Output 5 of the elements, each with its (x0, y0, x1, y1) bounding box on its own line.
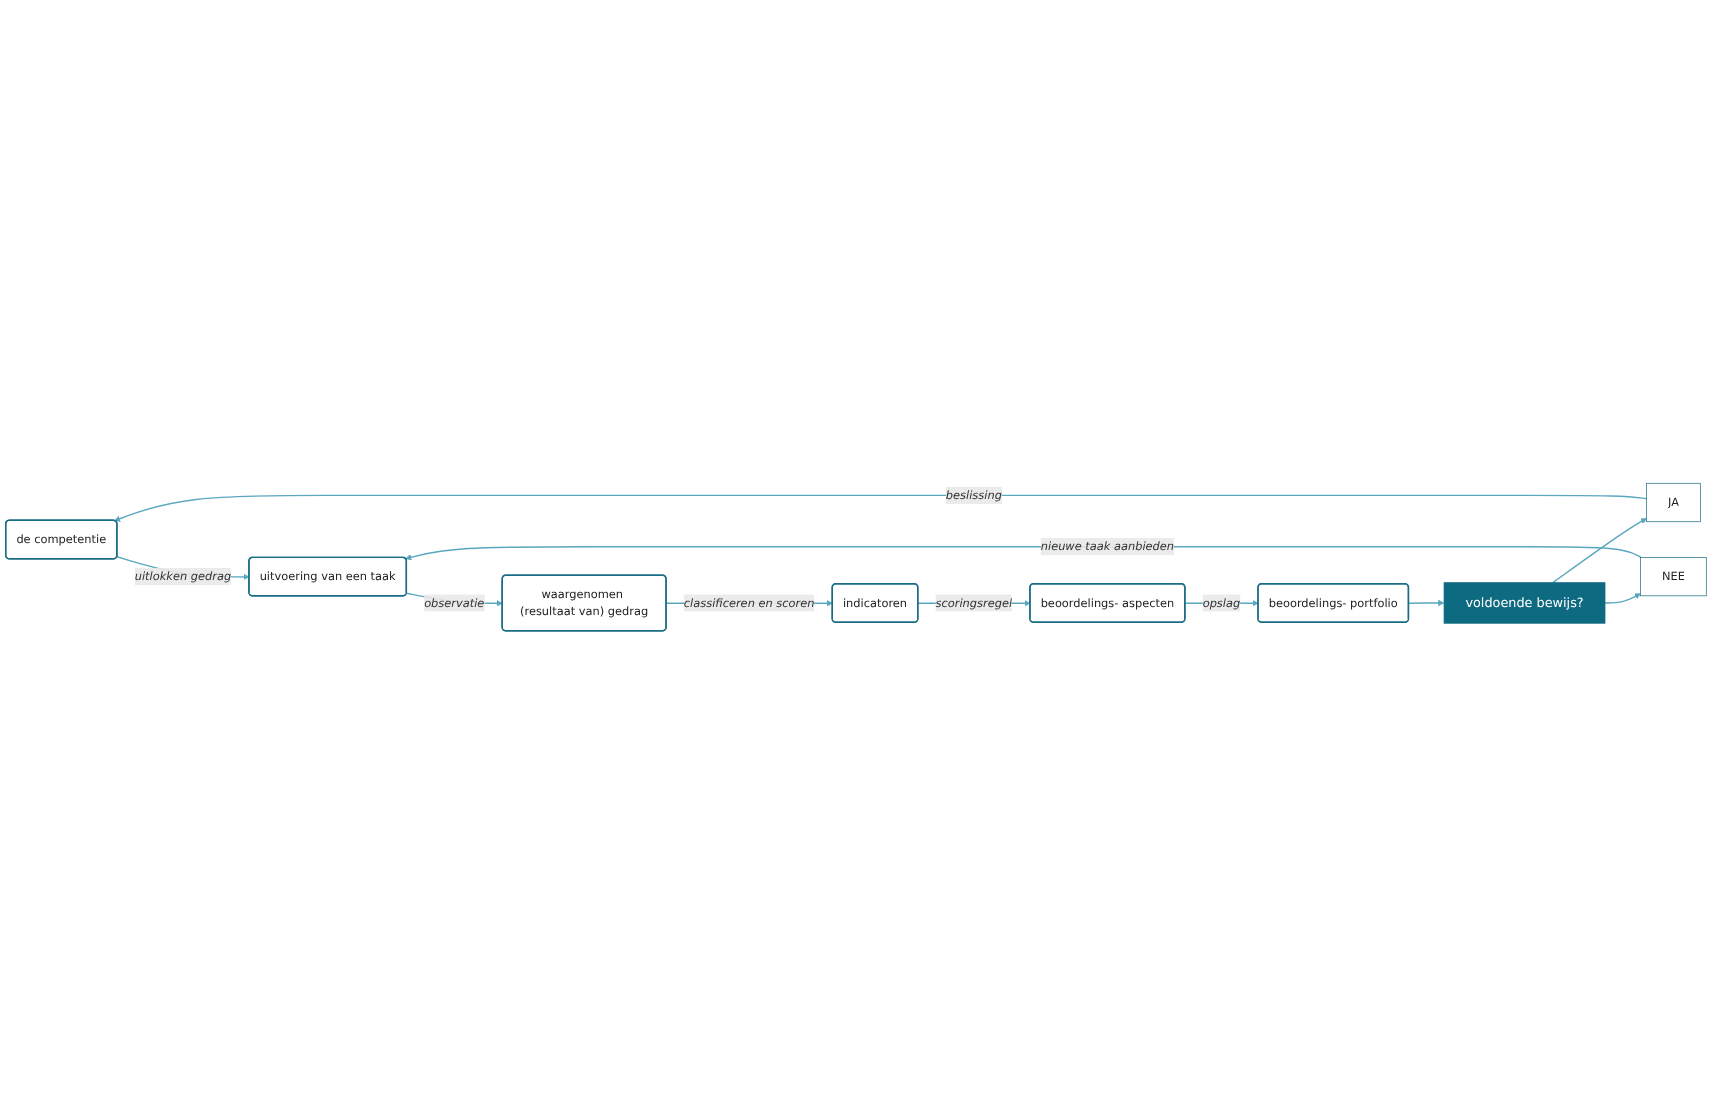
arrow (405, 545, 1642, 561)
arrow (1552, 518, 1647, 584)
arrow (1408, 599, 1445, 607)
arrow (1604, 593, 1641, 604)
arrow (114, 494, 1648, 522)
